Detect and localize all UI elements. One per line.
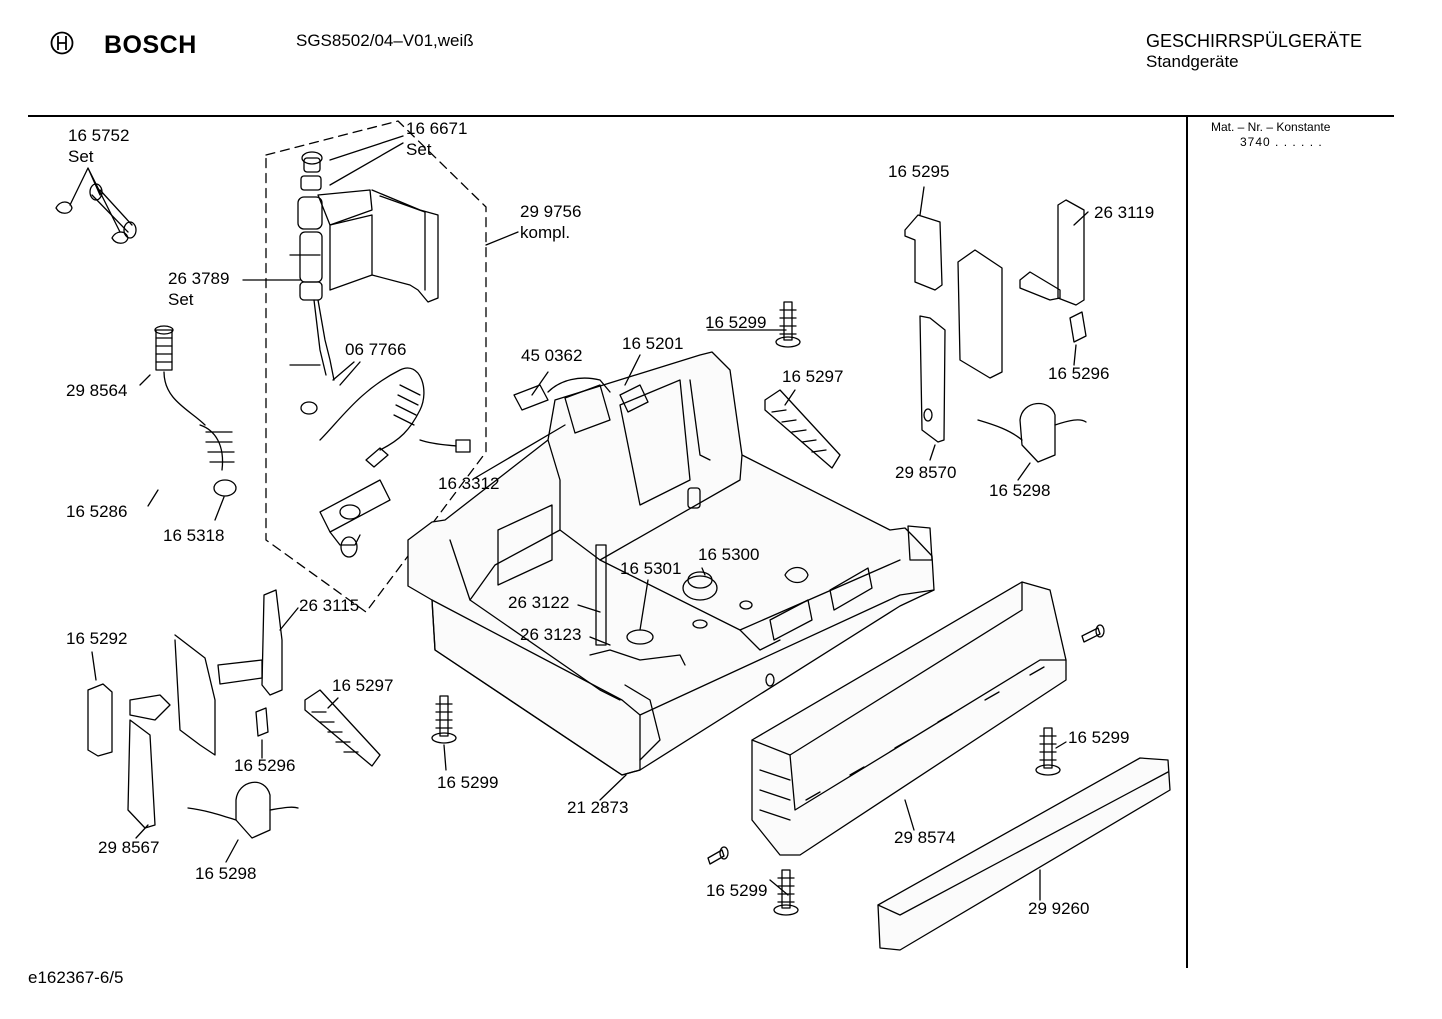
part-label: 16 5286 (66, 502, 127, 521)
part-label: 16 6671 (406, 119, 467, 138)
part-label: 16 5295 (888, 162, 949, 181)
subcategory-title: Standgeräte (1146, 52, 1239, 71)
part-label: 16 5297 (332, 676, 393, 695)
part-label: 16 5318 (163, 526, 224, 545)
part-label: 16 5299 (1068, 728, 1129, 747)
assembly-boundary (265, 120, 487, 613)
part-label: 26 3115 (299, 596, 359, 615)
drawing-code: e162367-6/5 (28, 968, 124, 987)
part-note: kompl. (520, 223, 570, 242)
part-label: 16 5297 (782, 367, 843, 386)
right-bracket-drawing (904, 199, 1087, 463)
part-label: 16 5300 (698, 545, 759, 564)
part-label: 16 5201 (622, 334, 683, 353)
leader-lines (69, 135, 1089, 901)
header-divider (28, 115, 1394, 117)
base-tub-drawing (407, 351, 935, 776)
sidebar-divider (1186, 116, 1188, 968)
part-label: 29 8564 (66, 381, 127, 400)
constant-value: 3740 . . . . . . (1240, 135, 1323, 149)
part-label: 29 9756 (520, 202, 581, 221)
inlet-valve-drawing (297, 151, 439, 415)
part-label: 26 3122 (508, 593, 569, 612)
left-bracket-drawing (87, 589, 381, 839)
screw-drawings (431, 301, 1105, 916)
part-label: 29 8574 (894, 828, 955, 847)
category-title: GESCHIRRSPÜLGERÄTE (1146, 31, 1363, 51)
dispenser-drawing (319, 377, 649, 558)
part-label: 45 0362 (521, 346, 582, 365)
part-note: Set (406, 140, 432, 159)
part-label: 26 3789 (168, 269, 229, 288)
part-label: 29 9260 (1028, 899, 1089, 918)
part-label: 16 5298 (989, 481, 1050, 500)
part-label: 16 5298 (195, 864, 256, 883)
part-note: Set (168, 290, 194, 309)
part-label: 16 5296 (234, 756, 295, 775)
part-label: 29 8570 (895, 463, 956, 482)
part-label: 26 3123 (520, 625, 581, 644)
part-label: 16 5299 (706, 881, 767, 900)
part-label: 16 3312 (438, 474, 499, 493)
bosch-logo-icon (50, 31, 74, 55)
part-label: 16 5299 (437, 773, 498, 792)
part-label: 16 5296 (1048, 364, 1109, 383)
kick-plate-drawing (751, 581, 1171, 951)
part-note: Set (68, 147, 94, 166)
part-label: 16 5752 (68, 126, 129, 145)
part-label: 29 8567 (98, 838, 159, 857)
part-label: 21 2873 (567, 798, 628, 817)
part-label: 26 3119 (1094, 203, 1154, 222)
hose-drawing (55, 183, 471, 497)
part-label: 16 5301 (620, 559, 681, 578)
spring-drawing (764, 389, 841, 469)
model-number: SGS8502/04–V01,weiß (296, 31, 474, 50)
brand-name: BOSCH (104, 31, 197, 59)
part-label: 06 7766 (345, 340, 406, 359)
part-label: 16 5299 (705, 313, 766, 332)
constant-label: Mat. – Nr. – Konstante (1211, 120, 1331, 134)
part-label: 16 5292 (66, 629, 127, 648)
